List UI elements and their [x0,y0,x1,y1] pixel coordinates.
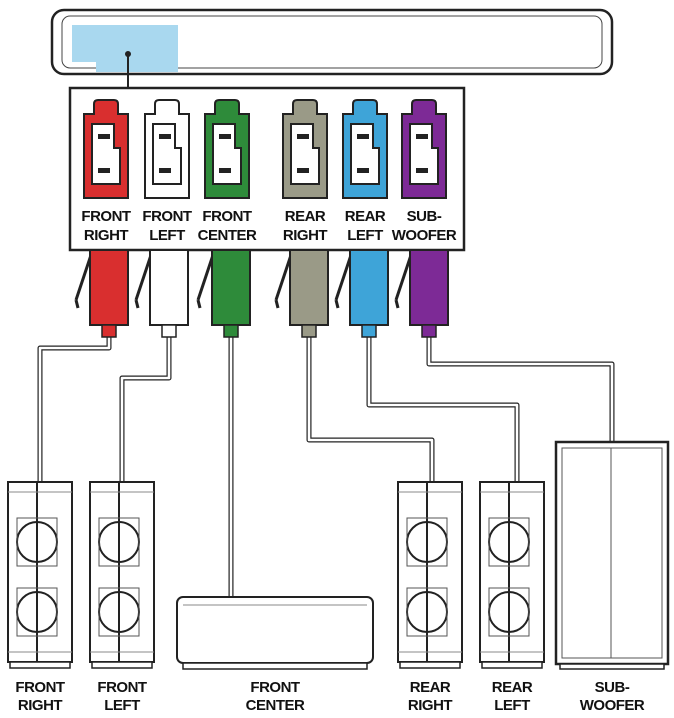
terminal-fc: FRONT CENTER [198,99,258,244]
plug-fl [134,249,189,338]
terminal-label-sw-line1: SUB- [407,208,442,225]
terminal-label-fr-line1: FRONT [81,208,130,225]
terminal-label-rl-line1: REAR [345,208,386,225]
wire-rr [306,337,435,482]
terminal-label-rl-line2: LEFT [347,227,383,244]
speaker-plugs [74,249,449,338]
wire-rl [366,337,520,482]
terminal-label-fl-line1: FRONT [142,208,191,225]
terminal-sw: SUB- WOOFER [392,99,457,244]
speaker-label-fr-line2: RIGHT [18,697,63,714]
terminal-label-fc-line2: CENTER [198,227,257,244]
speaker-label-fc-line2: CENTER [246,697,305,714]
terminal-label-fc-line1: FRONT [202,208,251,225]
terminal-label-fl-line2: LEFT [149,227,185,244]
speaker-terminal-panel [68,86,466,252]
plug-rl [334,249,389,338]
plug-rr [274,249,329,338]
speaker-label-sw-line2: WOOFER [580,697,645,714]
speaker-label-fl-line2: LEFT [104,697,140,714]
speaker-wires [37,337,615,598]
speaker-label-rl-line1: REAR [492,679,533,696]
speaker-label-rr-line2: RIGHT [408,697,453,714]
speaker-label-rl-line2: LEFT [494,697,530,714]
speakers: FRONTRIGHTFRONTLEFTREARRIGHTREARLEFTFRON… [7,440,670,714]
terminal-fl: FRONT LEFT [142,99,192,244]
speaker-label-fl-line1: FRONT [97,679,146,696]
speaker-sw: SUB-WOOFER [554,440,670,714]
terminal-connectors: FRONTRIGHTFRONTLEFTFRONTCENTERREARRIGHTR… [81,99,457,244]
terminal-rr: REAR RIGHT [282,99,328,244]
wire-fr [37,337,112,482]
terminal-label-fr-line2: RIGHT [84,227,129,244]
plug-sw [394,249,449,338]
speaker-label-sw-line1: SUB- [595,679,630,696]
wire-fl [119,337,172,482]
terminal-label-rr-line2: RIGHT [283,227,328,244]
wire-sw [426,337,615,442]
plug-fr [74,249,129,338]
speaker-label-fr-line1: FRONT [15,679,64,696]
terminal-rl: REAR LEFT [342,99,388,244]
speaker-label-rr-line1: REAR [410,679,451,696]
display-panel [72,25,178,72]
speaker-label-fc-line1: FRONT [250,679,299,696]
plug-fc [196,249,251,338]
terminal-label-rr-line1: REAR [285,208,326,225]
main-unit [50,8,614,76]
terminal-fr: FRONT RIGHT [81,99,131,244]
terminal-label-sw-line2: WOOFER [392,227,457,244]
